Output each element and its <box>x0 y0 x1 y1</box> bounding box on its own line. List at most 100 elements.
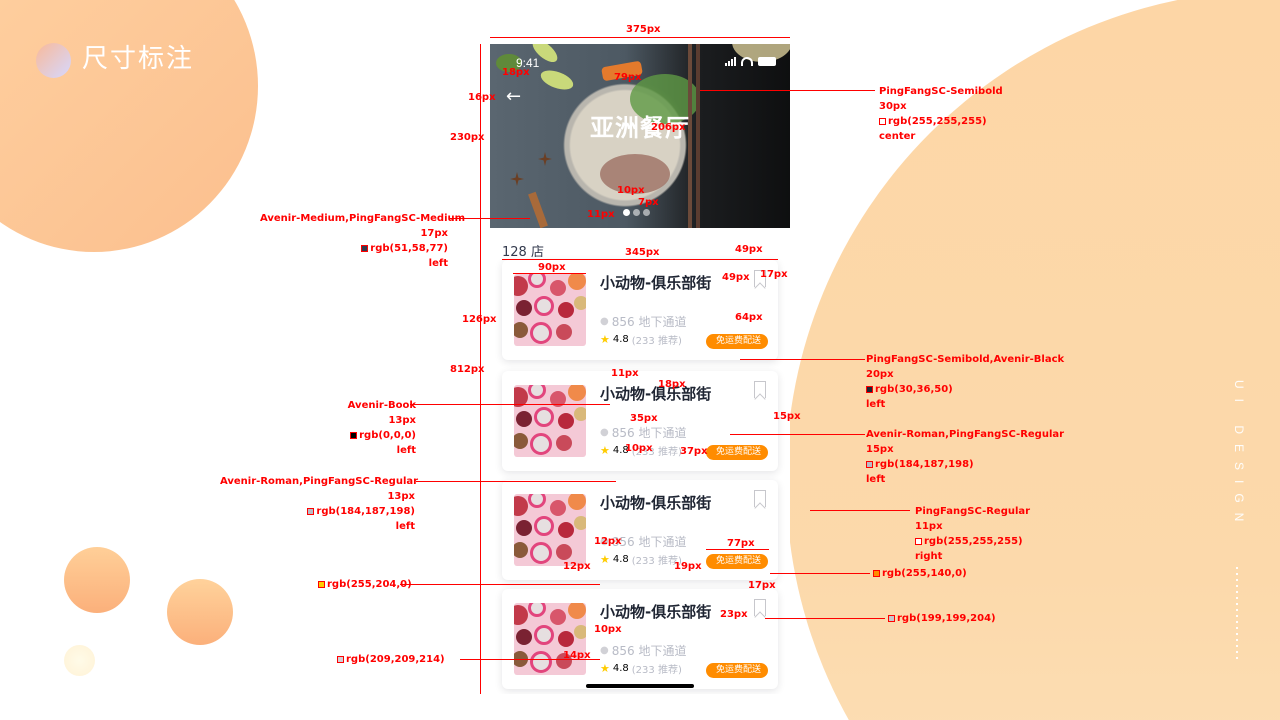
spec-color: rgb(184,187,198) <box>220 504 415 519</box>
dimension-label: 17px <box>748 580 776 591</box>
wifi-icon <box>741 57 753 66</box>
decorative-dot <box>64 547 130 613</box>
pager-dot[interactable] <box>643 209 650 216</box>
dimension-label: 12px <box>594 536 622 547</box>
spec-size: 15px <box>866 444 894 455</box>
dimension-line <box>480 44 481 694</box>
dimension-label: 230px <box>450 132 485 143</box>
spec-badge-bg: rgb(255,140,0) <box>873 566 967 581</box>
bookmark-icon[interactable] <box>754 381 766 398</box>
dimension-label: 10px <box>625 443 653 454</box>
food-decoration <box>510 172 524 186</box>
spec-card-title: PingFangSC-Semibold,Avenir-Black 20px rg… <box>866 352 1064 412</box>
restaurant-card[interactable]: 小动物-俱乐部街 ●856 地下通道 ★4.8(233 推荐) 免运费配送 <box>502 260 778 360</box>
spec-font: Avenir-Medium,PingFangSC-Medium <box>260 213 466 224</box>
rating-score: 4.8 <box>612 445 629 456</box>
dimension-label: 90px <box>538 262 566 273</box>
dotted-line <box>1236 565 1238 660</box>
dimension-label: 18px <box>658 379 686 390</box>
restaurant-thumbnail <box>514 274 586 346</box>
dimension-label: 35px <box>630 413 658 424</box>
restaurant-name[interactable]: 小动物-俱乐部街 <box>600 603 712 621</box>
battery-icon <box>758 57 776 66</box>
spec-font: Avenir-Roman,PingFangSC-Regular <box>866 429 1065 440</box>
phone-screen: 9:41 ← 亚洲餐厅 128 店 小动物-俱乐部街 <box>490 44 790 694</box>
food-decoration <box>538 66 576 94</box>
home-indicator <box>586 684 694 688</box>
dimension-label: 10px <box>617 185 645 196</box>
leader-line <box>765 618 885 619</box>
restaurant-name[interactable]: 小动物-俱乐部街 <box>600 274 712 292</box>
dimension-label: 49px <box>722 272 750 283</box>
leader-line <box>740 359 865 360</box>
spec-size: 20px <box>866 369 894 380</box>
location-pin-icon: ● <box>600 316 609 327</box>
recommend-count: (233 推荐) <box>631 447 682 458</box>
rating-score: 4.8 <box>612 334 629 345</box>
hero-title: 亚洲餐厅 <box>590 114 690 142</box>
free-delivery-badge: 免运费配送 <box>706 554 768 569</box>
carousel-pager[interactable] <box>623 209 650 216</box>
restaurant-thumbnail <box>514 603 586 675</box>
dimension-label: 23px <box>720 609 748 620</box>
dimension-line <box>706 549 769 550</box>
restaurant-name[interactable]: 小动物-俱乐部街 <box>600 385 712 403</box>
pager-dot[interactable] <box>633 209 640 216</box>
spec-recommend: Avenir-Roman,PingFangSC-Regular 13px rgb… <box>220 474 418 534</box>
leader-line <box>450 218 530 219</box>
dimension-label: 375px <box>626 24 661 35</box>
recommend-count: (233 推荐) <box>631 336 682 347</box>
restaurant-card[interactable]: 小动物-俱乐部街 ●856 地下通道 ★4.8(233 推荐) 免运费配送 <box>502 480 778 580</box>
dimension-label: 206px <box>651 122 686 133</box>
spec-color: rgb(0,0,0) <box>300 428 416 443</box>
restaurant-thumbnail <box>514 494 586 566</box>
spec-align: center <box>879 131 916 142</box>
spec-pin: rgb(209,209,214) <box>337 652 445 667</box>
dimension-label: 12px <box>563 561 591 572</box>
dimension-label: 812px <box>450 364 485 375</box>
restaurant-thumbnail <box>514 385 586 457</box>
spec-align: left <box>866 474 886 485</box>
decorative-dot <box>167 579 233 645</box>
spec-align: left <box>395 521 415 532</box>
free-delivery-badge: 免运费配送 <box>706 334 768 349</box>
leader-line <box>410 404 610 405</box>
free-delivery-badge: 免运费配送 <box>706 445 768 460</box>
spec-size: 17px <box>420 228 448 239</box>
page-title: 尺寸标注 <box>82 44 195 74</box>
dimension-label: 11px <box>611 368 639 379</box>
restaurant-card[interactable]: 小动物-俱乐部街 ●856 地下通道 ★4.8(233 推荐) 免运费配送 <box>502 589 778 689</box>
bookmark-icon[interactable] <box>754 490 766 507</box>
spec-color: rgb(184,187,198) <box>866 457 1064 472</box>
star-icon: ★ <box>600 553 610 566</box>
hero-banner[interactable]: 9:41 ← 亚洲餐厅 <box>490 44 790 228</box>
leader-line <box>700 90 875 91</box>
dimension-label: 126px <box>462 314 497 325</box>
dimension-label: 18px <box>502 67 530 78</box>
spec-align: left <box>396 445 416 456</box>
restaurant-name[interactable]: 小动物-俱乐部街 <box>600 494 712 512</box>
spec-badge-text: PingFangSC-Regular 11px rgb(255,255,255)… <box>915 504 1030 564</box>
dimension-label: 10px <box>594 624 622 635</box>
restaurant-rating: ★4.8(233 推荐) <box>600 552 682 567</box>
free-delivery-badge: 免运费配送 <box>706 663 768 678</box>
spec-size: 11px <box>915 521 943 532</box>
restaurant-address: ●856 地下通道 <box>600 424 686 441</box>
spec-align: right <box>915 551 943 562</box>
dimension-label: 79px <box>614 72 642 83</box>
dimension-line <box>502 259 778 260</box>
status-icons <box>725 57 776 66</box>
star-icon: ★ <box>600 444 610 457</box>
back-arrow-icon[interactable]: ← <box>506 86 522 107</box>
pager-dot-active[interactable] <box>623 209 630 216</box>
restaurant-card[interactable]: 小动物-俱乐部街 ●856 地下通道 ★4.8(233 推荐) 免运费配送 <box>502 371 778 471</box>
spec-size: 13px <box>387 491 415 502</box>
spec-hero-title: PingFangSC-Semibold 30px rgb(255,255,255… <box>879 84 1003 144</box>
bookmark-icon[interactable] <box>754 599 766 616</box>
location-pin-icon: ● <box>600 427 609 438</box>
dimension-line <box>490 37 790 38</box>
bookmark-icon[interactable] <box>754 270 766 287</box>
spec-font: PingFangSC-Semibold,Avenir-Black <box>866 354 1065 365</box>
dimension-label: 37px <box>680 446 708 457</box>
spec-color: rgb(255,255,255) <box>879 114 1003 129</box>
